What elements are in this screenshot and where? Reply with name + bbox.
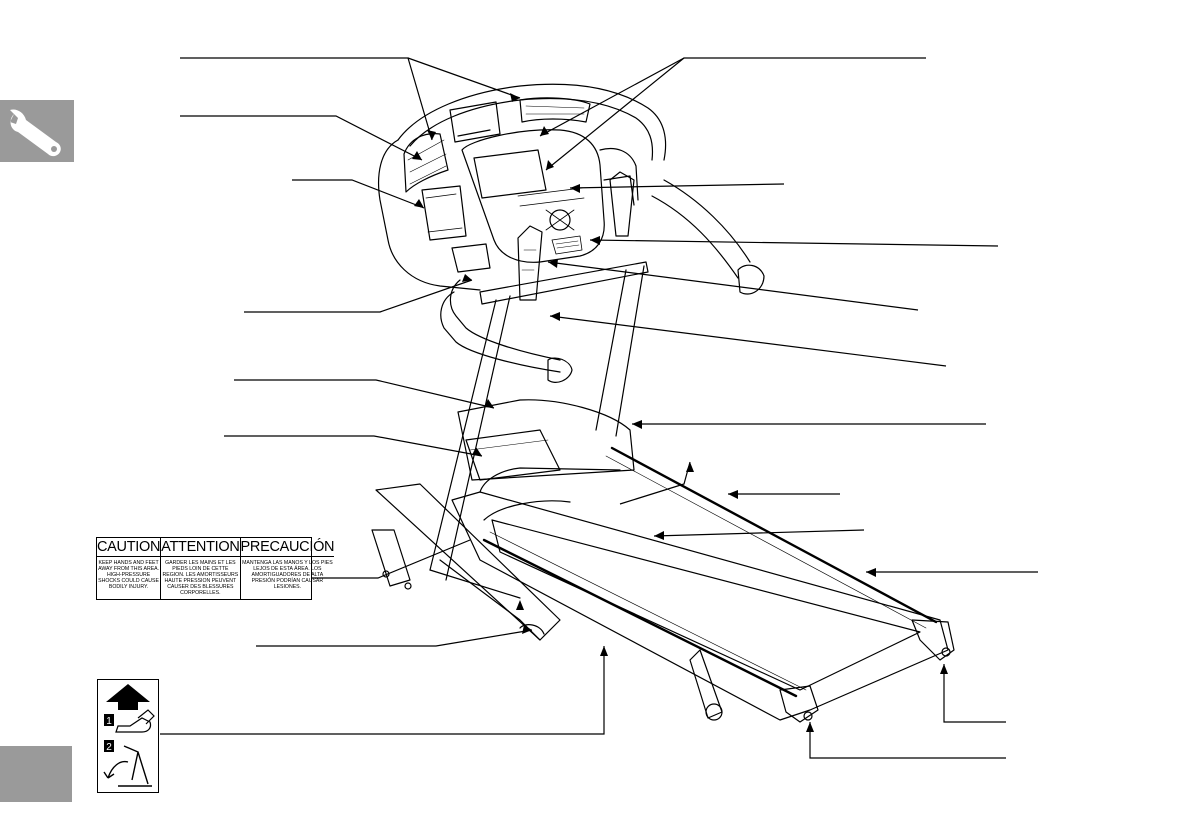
fold-instruction-graphic: 1 2: [103, 684, 155, 787]
step-1-number: 1: [106, 716, 112, 727]
caution-column-fr: ATTENTION GARDER LES MAINS ET LES PIEDS …: [161, 538, 241, 599]
caution-heading: CAUTION: [97, 539, 161, 557]
precaucion-text: MANTENGA LAS MANOS Y LOS PIES LEJOS DE E…: [242, 560, 333, 591]
arrow-up-icon: [106, 684, 150, 710]
step-2-number: 2: [106, 742, 112, 753]
shoe-icon: [115, 709, 155, 733]
caution-column-en: CAUTION KEEP HANDS AND FEET AWAY FROM TH…: [97, 538, 162, 599]
caution-label: CAUTION KEEP HANDS AND FEET AWAY FROM TH…: [96, 537, 335, 600]
attention-text: GARDER LES MAINS ET LES PIEDS LOIN DE CE…: [162, 560, 239, 597]
section-tab: [0, 100, 74, 162]
fold-instruction-label: 1 2: [97, 679, 159, 793]
step-badge: [104, 714, 114, 726]
precaucion-heading: PRECAUCIÓN: [240, 539, 335, 557]
caution-column-es: PRECAUCIÓN MANTENGA LAS MANOS Y LOS PIES…: [240, 538, 335, 599]
wrench-icon: [10, 109, 61, 157]
caution-text: KEEP HANDS AND FEET AWAY FROM THIS AREA.…: [98, 560, 160, 591]
attention-heading: ATTENTION: [161, 539, 240, 557]
step-badge: [104, 740, 114, 752]
fold-deck-icon: [103, 745, 152, 787]
section-tab-lower: [0, 746, 72, 802]
